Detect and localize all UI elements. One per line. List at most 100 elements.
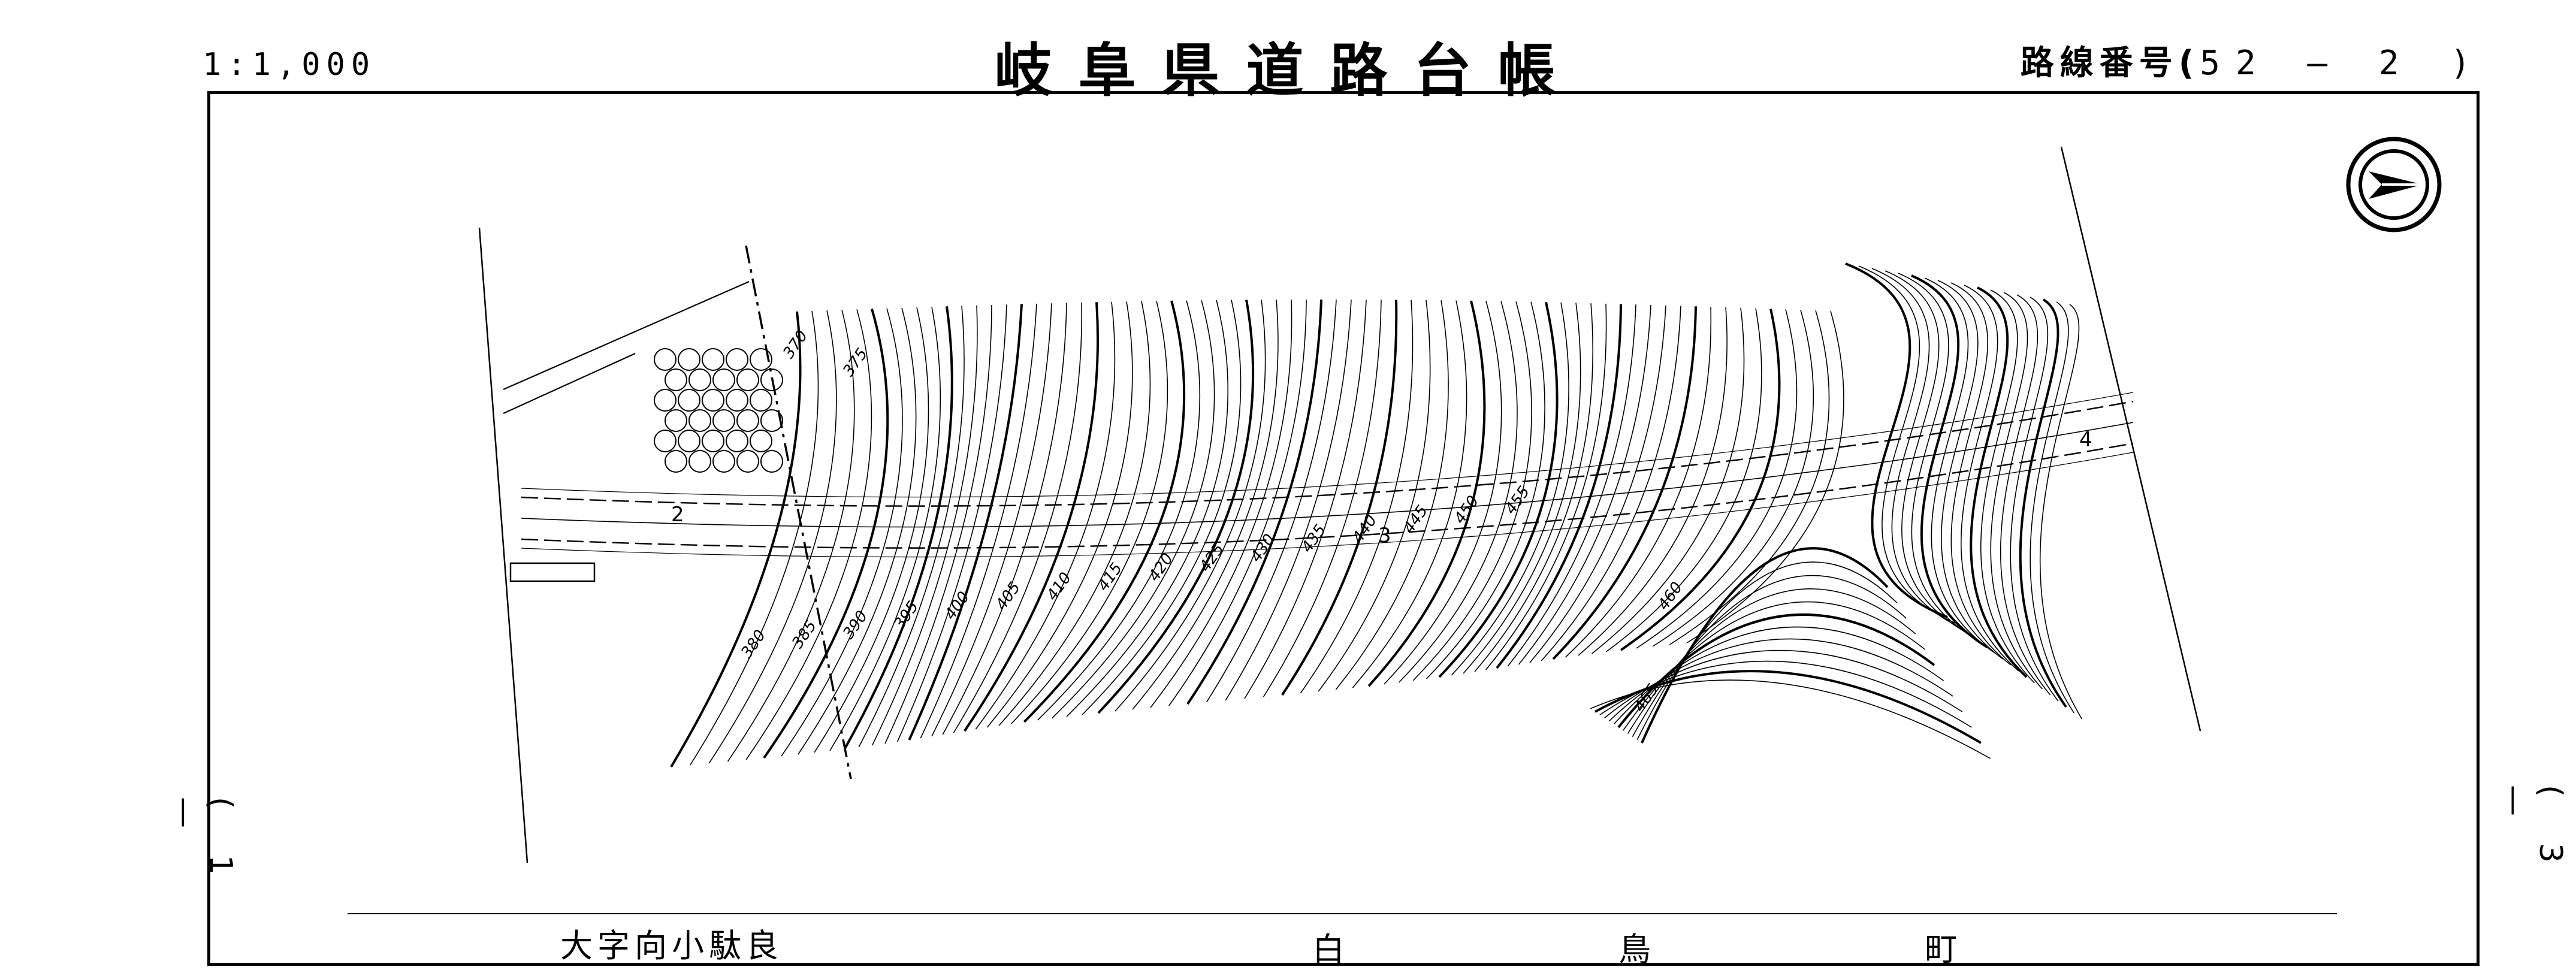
contour-line [1961, 285, 2019, 672]
contour-line [690, 310, 819, 766]
contour-line [908, 304, 1023, 741]
contour-line [975, 301, 1116, 730]
contour-label: 380 [738, 627, 769, 661]
contour-line [1037, 300, 1200, 721]
contour-line [1426, 301, 1545, 679]
contour-label: 375 [839, 345, 871, 380]
contour-line [1097, 300, 1255, 714]
contour-label: 440 [1349, 512, 1381, 546]
rock-wall-stone [750, 389, 772, 412]
boundary-dashline [745, 245, 852, 779]
contour-line [1898, 273, 1980, 642]
contour-label: 420 [1145, 550, 1177, 585]
contour-line [1937, 280, 2003, 660]
contour-line [953, 302, 1083, 733]
contour-line [1845, 262, 1948, 618]
contour-line [1990, 292, 2043, 690]
contour-label: 370 [780, 327, 811, 362]
contour-line [798, 307, 917, 755]
contour-line [1507, 304, 1636, 667]
rock-wall-stone [678, 430, 700, 452]
rock-wall-stone [726, 389, 748, 412]
contour-line [1263, 300, 1382, 697]
contour-line [1496, 304, 1622, 669]
contour-label: 450 [1451, 492, 1482, 527]
north-arrow-icon [2346, 137, 2442, 232]
contour-line [1132, 300, 1279, 710]
rock-wall-stone [750, 430, 772, 452]
contour-line [858, 306, 965, 748]
contour-line [1281, 300, 1398, 696]
contour-line [931, 303, 1052, 737]
scale-label: 1:1,000 [203, 47, 376, 83]
contour-line [1641, 547, 1889, 744]
contour-line [1911, 274, 1988, 648]
rock-wall-stone [665, 368, 687, 391]
rock-wall-stone [760, 409, 783, 432]
rock-wall-stone [726, 430, 748, 452]
contour-line [1871, 268, 1964, 630]
contour-label: 445 [1400, 502, 1432, 537]
contour-line [896, 304, 1007, 742]
contour-label: 425 [1196, 540, 1228, 575]
rock-wall-stone [736, 450, 759, 473]
rock-wall-stone [702, 430, 724, 452]
place-name-left: 大字向小駄良 [560, 927, 783, 965]
contour-line [920, 303, 1037, 739]
contour-line [1590, 679, 1991, 759]
place-name-right: 白 鳥 町 [1312, 930, 2089, 968]
contour-line [1082, 300, 1242, 715]
rock-wall-stone [712, 450, 735, 473]
contour-line [2019, 298, 2067, 708]
rock-wall-stone [654, 348, 677, 371]
embankment-line [503, 280, 750, 391]
contour-line [998, 301, 1151, 726]
contour-line [1594, 670, 1982, 744]
rock-wall-stone [760, 368, 783, 391]
contour-line [1620, 309, 1781, 651]
road-edge-inner [521, 452, 2134, 558]
rock-wall-stone [736, 368, 759, 391]
contour-line [1438, 301, 1559, 678]
route-value: 52 — 2 ) [2200, 44, 2486, 83]
contour-line [1605, 308, 1762, 652]
contour-line [942, 303, 1067, 735]
contour-label: 410 [1043, 569, 1075, 604]
contour-line [884, 304, 992, 744]
contour-line [1463, 303, 1581, 674]
contour-label: 415 [1094, 560, 1126, 594]
contour-line [1552, 306, 1697, 660]
contour-line [1115, 300, 1266, 712]
contour-line [727, 310, 855, 762]
contour-line [781, 308, 903, 757]
contour-line [1608, 638, 1953, 722]
survey-boundary [478, 227, 529, 863]
contour-line [1485, 303, 1607, 670]
rock-wall-stone [702, 348, 724, 371]
contour-line [1652, 310, 1814, 647]
contour-line [1352, 300, 1467, 688]
contour-line [871, 305, 978, 746]
contour-line [1474, 303, 1594, 672]
contour-line [1686, 310, 1844, 643]
rock-wall-stone [688, 368, 711, 391]
survey-boundary [2060, 146, 2201, 732]
rock-wall-stone [678, 348, 700, 371]
sheet-mark-right: ( 3 — [2496, 785, 2568, 881]
contour-line [964, 302, 1099, 732]
rock-wall-stone [726, 348, 748, 371]
rock-wall-stone [750, 348, 772, 371]
contour-line [1578, 307, 1728, 656]
rock-wall-stone [688, 450, 711, 473]
road-centerline [521, 422, 2134, 528]
rock-wall-stone [665, 409, 687, 432]
contour-line [1669, 310, 1830, 645]
road-edge-inner [521, 392, 2134, 498]
contour-line [1367, 300, 1486, 687]
contour-line [986, 301, 1133, 728]
embankment-line [503, 352, 636, 415]
rock-wall-stone [702, 389, 724, 412]
building-block [509, 562, 596, 582]
station-label: 3 [1378, 524, 1391, 548]
contour-line [670, 311, 802, 768]
